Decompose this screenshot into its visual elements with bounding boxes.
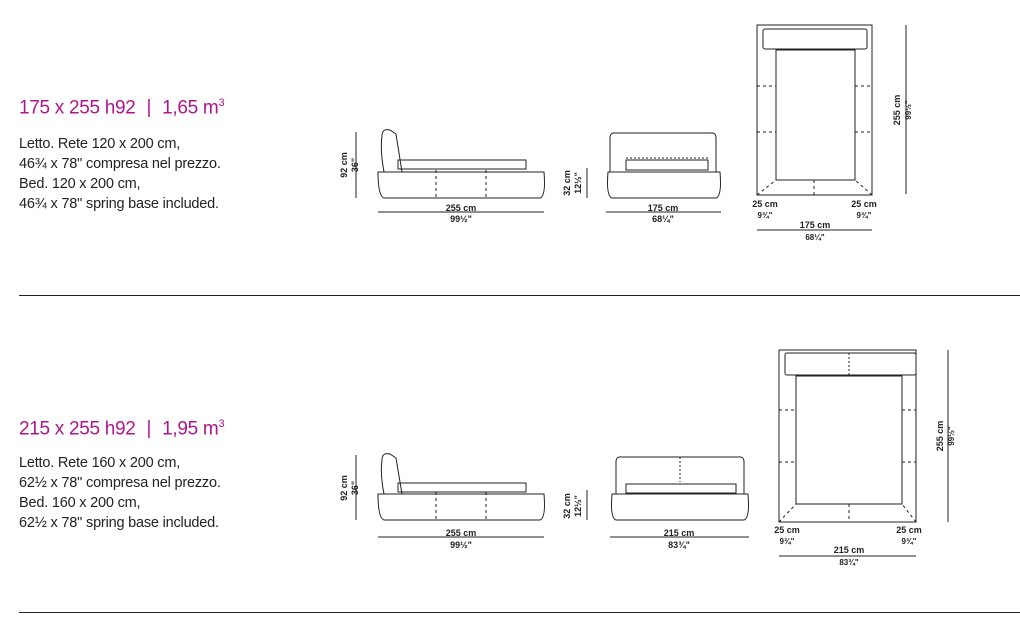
front-height-in: 12½" bbox=[573, 495, 583, 517]
plan-side-left-cm: 25 cm bbox=[774, 525, 800, 535]
front-width-cm: 215 cm bbox=[664, 528, 695, 538]
side-width-cm: 255 cm bbox=[446, 528, 477, 538]
front-height-in: 12½" bbox=[573, 172, 583, 194]
plan-side-right-in: 9¾" bbox=[857, 211, 872, 220]
title-volume-exponent: 3 bbox=[218, 97, 225, 109]
plan-width-cm: 175 cm bbox=[800, 220, 831, 230]
plan-length-cm: 255 cm bbox=[892, 95, 902, 126]
side-height-in: 36" bbox=[350, 158, 360, 172]
plan-side-right-cm: 25 cm bbox=[851, 199, 877, 209]
plan-width-in: 68¼" bbox=[805, 233, 825, 242]
plan-side-left-in: 9¾" bbox=[780, 537, 795, 546]
front-width-cm: 175 cm bbox=[648, 203, 679, 213]
plan-side-right-cm: 25 cm bbox=[896, 525, 922, 535]
description-line: Bed. 120 x 200 cm, bbox=[19, 176, 141, 192]
description-line: Bed. 160 x 200 cm, bbox=[19, 495, 141, 511]
description-line: Letto. Rete 160 x 200 cm, bbox=[19, 455, 181, 471]
bed-plan-view-1 bbox=[756, 24, 873, 196]
description-line: Letto. Rete 120 x 200 cm, bbox=[19, 136, 181, 152]
bed-front-view-2 bbox=[611, 456, 749, 521]
section-divider bbox=[19, 295, 1020, 296]
section-1-title: 175 x 255 h92 | 1,65 m3 bbox=[19, 97, 225, 119]
plan-width-cm: 215 cm bbox=[834, 545, 865, 555]
bed-front-view-1 bbox=[607, 132, 721, 199]
side-height-in: 36" bbox=[350, 481, 360, 495]
title-volume: 1,65 m bbox=[162, 97, 219, 119]
section-1-description: Letto. Rete 120 x 200 cm, 46¾ x 78'' com… bbox=[19, 134, 221, 214]
side-width-in: 99½" bbox=[450, 540, 472, 550]
title-volume: 1,95 m bbox=[162, 418, 219, 440]
section-divider bbox=[19, 612, 1020, 613]
plan-width-in: 83¾" bbox=[839, 558, 859, 567]
front-width-in: 68¼" bbox=[652, 214, 674, 224]
description-line: 46¾ x 78'' spring base included. bbox=[19, 196, 219, 212]
side-width-cm: 255 cm bbox=[446, 203, 477, 213]
front-width-in: 83¾" bbox=[668, 540, 690, 550]
description-line: 62½ x 78'' compresa nel prezzo. bbox=[19, 475, 221, 491]
side-width-in: 99½" bbox=[450, 214, 472, 224]
title-separator: | bbox=[146, 97, 152, 119]
front-height-cm: 32 cm bbox=[562, 493, 572, 519]
description-line: 62½ x 78'' spring base included. bbox=[19, 515, 219, 531]
side-height-cm: 92 cm bbox=[339, 152, 349, 178]
plan-length-in: 99½" bbox=[947, 426, 956, 446]
plan-side-left-in: 9¾" bbox=[758, 211, 773, 220]
bed-side-view-1 bbox=[377, 129, 545, 199]
plan-length-cm: 255 cm bbox=[935, 421, 945, 452]
front-height-cm: 32 cm bbox=[562, 170, 572, 196]
description-line: 46¾ x 78'' compresa nel prezzo. bbox=[19, 156, 221, 172]
section-2-title: 215 x 255 h92 | 1,95 m3 bbox=[19, 418, 225, 440]
plan-side-left-cm: 25 cm bbox=[752, 199, 778, 209]
plan-length-in: 99½" bbox=[904, 100, 913, 120]
bed-side-view-2 bbox=[377, 453, 545, 521]
section-2-description: Letto. Rete 160 x 200 cm, 62½ x 78'' com… bbox=[19, 453, 221, 533]
bed-plan-view-2 bbox=[778, 349, 917, 523]
title-separator: | bbox=[146, 418, 152, 440]
title-dimensions: 215 x 255 h92 bbox=[19, 418, 136, 440]
side-height-cm: 92 cm bbox=[339, 475, 349, 501]
title-volume-exponent: 3 bbox=[218, 418, 225, 430]
title-dimensions: 175 x 255 h92 bbox=[19, 97, 136, 119]
plan-side-right-in: 9¾" bbox=[902, 537, 917, 546]
